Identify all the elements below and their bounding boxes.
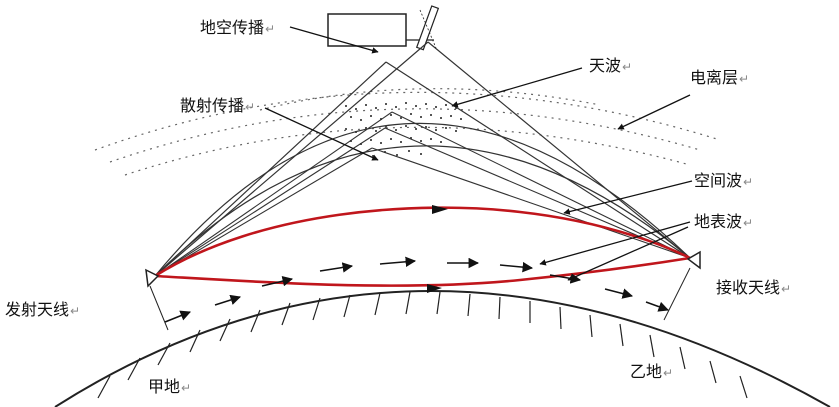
label-pointers — [264, 26, 693, 281]
ionosphere-layer — [94, 88, 721, 176]
surface-wave-arrowheads — [427, 205, 448, 293]
transmit-antenna-icon — [145, 268, 169, 331]
receive-antenna-label: 接收天线↵ — [716, 278, 792, 297]
ground-wave-arrows — [164, 256, 669, 323]
sky-wave-label: 天波↵ — [589, 56, 633, 75]
space-wave-label: 空间波↵ — [694, 171, 754, 190]
place-a-label: 甲地↵ — [148, 377, 192, 396]
sky-wave-paths — [154, 122, 691, 277]
receive-antenna-icon — [663, 250, 701, 321]
scatter-label: 散射传播↵ — [180, 96, 256, 115]
place-b-label: 乙地↵ — [630, 362, 674, 381]
scatter-paths — [154, 111, 691, 277]
transmit-antenna-label: 发射天线↵ — [5, 300, 81, 319]
surface-wave-paths — [154, 206, 691, 287]
surface-wave-label: 地表波↵ — [694, 212, 754, 231]
satellite-box — [327, 13, 407, 47]
ground-space-label: 地空传播↵ — [200, 18, 276, 37]
ionosphere-label: 电离层↵ — [690, 68, 750, 87]
ground-space-paths — [154, 41, 691, 277]
